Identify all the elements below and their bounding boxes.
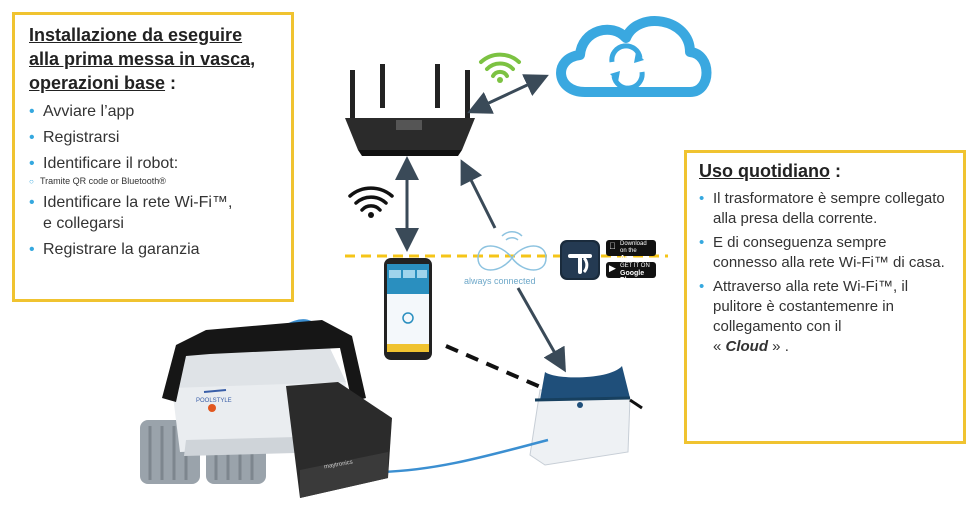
daily-use-title-suffix: :: [829, 161, 841, 181]
always-connected-label: always connected: [464, 276, 536, 286]
daily-use-panel: Uso quotidiano : Il trasformatore è semp…: [684, 150, 966, 444]
play-icon: ▶: [609, 263, 616, 273]
app-icon: [560, 240, 600, 280]
cloud-suffix: » .: [768, 338, 789, 355]
app-store-small-text: Download on the: [620, 241, 647, 254]
wifi-black-icon: [348, 186, 394, 212]
setup-panel: Installazione da eseguire alla prima mes…: [12, 12, 294, 302]
daily-use-title: Uso quotidiano :: [699, 159, 953, 183]
cloud-prefix: «: [713, 338, 726, 355]
setup-item-warranty: Registrare la garanzia: [29, 239, 279, 260]
setup-item-identify-robot: Identificare il robot:: [29, 153, 279, 174]
setup-item-identify-network-line1: Identificare la rete Wi-Fi™,: [43, 194, 233, 211]
setup-subitem-qr-bluetooth: Tramite QR code or Bluetooth®: [29, 176, 279, 187]
setup-list: Avviare l’app Registrarsi Identificare i…: [29, 101, 279, 260]
app-store-badge[interactable]:  Download on the App Store: [606, 240, 656, 269]
apple-icon: : [609, 242, 616, 251]
pool-robot-icon: [140, 320, 392, 498]
router-icon: [345, 64, 475, 156]
daily-use-item-cloud-text: Attraverso alla rete Wi-Fi™, il pulitore…: [713, 278, 909, 335]
setup-title-suffix: :: [165, 73, 177, 93]
setup-title-line3: operazioni base: [29, 73, 166, 93]
daily-use-title-text: Uso quotidiano: [699, 161, 830, 181]
google-play-badge[interactable]: ▶ GET IT ON Google Play: [606, 262, 656, 284]
google-play-big-text: Google Play: [620, 270, 645, 284]
setup-title: Installazione da eseguire alla prima mes…: [29, 23, 279, 95]
daily-use-item-connected: E di conseguenza sempre connesso alla re…: [699, 233, 953, 273]
setup-item-register: Registrarsi: [29, 127, 279, 148]
always-connected-logo: [477, 231, 547, 271]
setup-item-start-app: Avviare l’app: [29, 101, 279, 122]
setup-item-identify-network: Identificare la rete Wi-Fi™, e collegars…: [29, 192, 279, 234]
google-play-small-text: GET IT ON: [620, 263, 650, 269]
daily-use-item-transformer: Il trasformatore è sempre collegato alla…: [699, 189, 953, 229]
setup-title-line1: Installazione da eseguire: [29, 25, 243, 45]
cloud-icon: [556, 16, 712, 97]
wifi-green-icon: [479, 52, 521, 78]
smartphone-icon: [384, 258, 432, 360]
setup-title-line2: alla prima messa in vasca,: [29, 49, 256, 69]
robot-brand: POOLSTYLE: [196, 398, 232, 404]
setup-item-identify-network-line2: e collegarsi: [43, 215, 124, 232]
power-supply-icon: [529, 366, 643, 466]
daily-use-list: Il trasformatore è sempre collegato alla…: [699, 189, 953, 357]
daily-use-item-cloud: Attraverso alla rete Wi-Fi™, il pulitore…: [699, 277, 953, 357]
cloud-word: Cloud: [725, 338, 769, 355]
